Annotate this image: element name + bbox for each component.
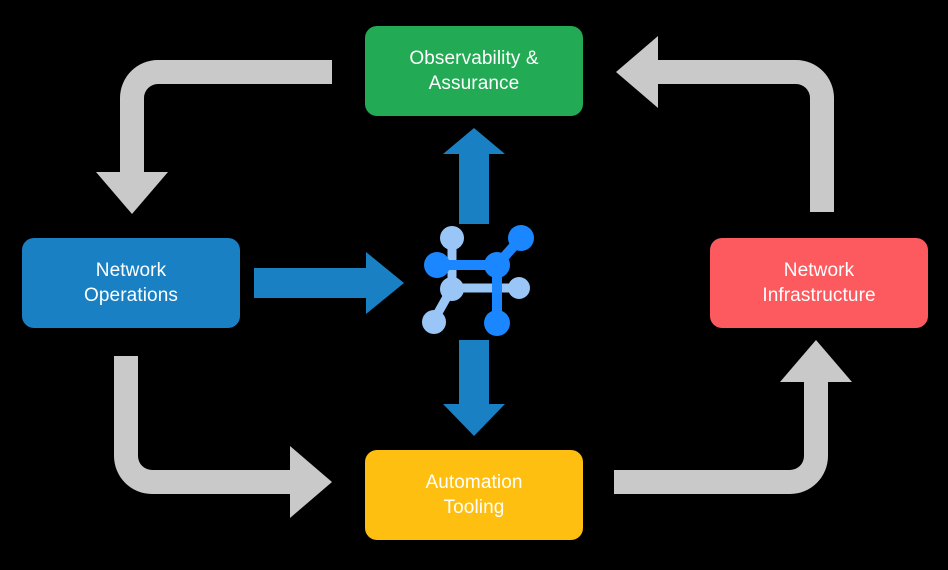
topology-nodes-primary — [424, 225, 534, 336]
network-topology-icon — [422, 225, 534, 336]
topology-node-hub — [484, 252, 510, 278]
topology-node-bottom-left — [422, 310, 446, 334]
node-box-operations[interactable]: Network Operations — [22, 238, 240, 328]
straight-arrow-operations-to-center — [254, 252, 404, 314]
topology-node-right-lower — [508, 277, 530, 299]
straight-arrow-center-to-observability — [443, 128, 505, 224]
topology-nodes-secondary — [422, 226, 530, 334]
node-box-observability[interactable]: Observability & Assurance — [365, 26, 583, 116]
elbow-arrow-infrastructure-to-observability — [616, 36, 834, 212]
topology-node-left — [424, 252, 450, 278]
elbow-arrow-group — [96, 36, 852, 518]
straight-arrow-group — [254, 128, 505, 436]
node-label-infrastructure: Network Infrastructure — [762, 259, 876, 306]
node-box-infrastructure[interactable]: Network Infrastructure — [710, 238, 928, 328]
node-label-observability: Observability & Assurance — [409, 47, 539, 94]
node-box-automation[interactable]: Automation Tooling — [365, 450, 583, 540]
straight-arrow-center-to-automation — [443, 340, 505, 436]
topology-node-mid-left — [440, 277, 464, 301]
elbow-arrow-observability-to-operations — [96, 60, 332, 214]
topology-node-bottom-right — [484, 310, 510, 336]
elbow-arrow-operations-to-automation — [114, 356, 332, 518]
node-label-operations: Network Operations — [84, 259, 178, 306]
topology-node-top-right — [508, 225, 534, 251]
topology-node-top-left — [440, 226, 464, 250]
node-label-automation: Automation Tooling — [425, 471, 523, 518]
elbow-arrow-automation-to-infrastructure — [614, 340, 852, 494]
